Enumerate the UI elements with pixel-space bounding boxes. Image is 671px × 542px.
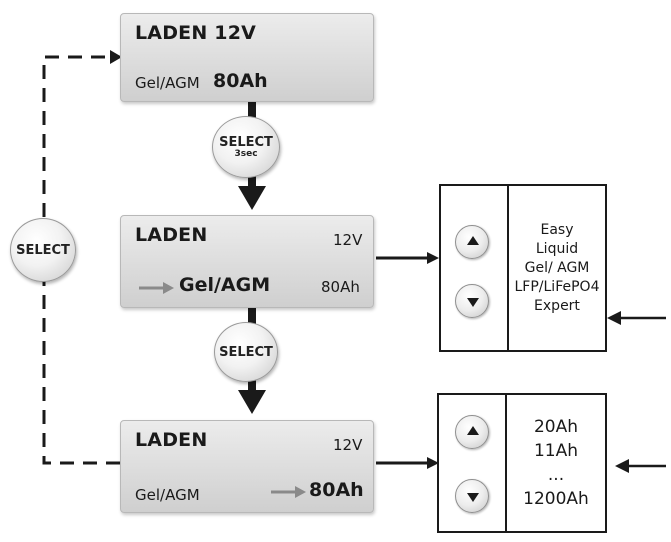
panel-divider [505, 395, 507, 531]
down-arrow-icon [467, 493, 479, 502]
screen-top-title: LADEN 12V [135, 22, 257, 44]
option-item: Liquid [535, 240, 579, 257]
option-item: 20Ah [533, 417, 579, 437]
down-button[interactable] [455, 284, 489, 318]
battery-type-panel: Easy Liquid Gel/ AGM LFP/LiFePO4 Expert [439, 184, 607, 352]
incoming-arrow-2-head [615, 459, 629, 473]
panel-divider [507, 186, 509, 350]
screen-top-battery-type: Gel/AGM [135, 74, 200, 92]
screen-top-capacity: 80Ah [213, 70, 268, 92]
display-screen-bottom: LADEN 12V Gel/AGM 80Ah [120, 420, 374, 513]
select-button-middle[interactable]: SELECT [214, 322, 278, 382]
down-button[interactable] [455, 479, 489, 513]
arrow-down-1 [238, 186, 266, 210]
select-hold-sublabel: 3sec [234, 148, 258, 159]
select-hold-label: SELECT [219, 134, 273, 150]
option-item: Expert [534, 297, 580, 314]
screen-bottom-title: LADEN [135, 429, 208, 451]
screen-middle-battery-type: Gel/AGM [179, 274, 271, 296]
up-arrow-icon [467, 426, 479, 435]
grey-arrow-right-icon [139, 282, 174, 294]
arrow-down-2 [238, 390, 266, 414]
screen-bottom-voltage: 12V [333, 436, 363, 454]
display-screen-middle: LADEN 12V Gel/AGM 80Ah [120, 215, 374, 308]
arrow-to-cap-panel-head [427, 457, 439, 469]
up-button[interactable] [455, 225, 489, 259]
select-button-hold-3sec[interactable]: SELECT 3sec [212, 116, 280, 178]
up-arrow-icon [467, 236, 479, 245]
dashed-loop-arrowhead [110, 50, 122, 64]
screen-bottom-battery-type: Gel/AGM [135, 486, 200, 504]
up-button[interactable] [455, 415, 489, 449]
option-item: 1200Ah [523, 489, 589, 509]
screen-middle-voltage: 12V [333, 231, 363, 249]
arrow-to-type-panel-head [427, 252, 439, 264]
screen-middle-capacity: 80Ah [321, 278, 360, 296]
capacity-options: 20Ah 11Ah ... 1200Ah [507, 395, 605, 531]
capacity-panel: 20Ah 11Ah ... 1200Ah [437, 393, 607, 533]
option-item: ... [547, 465, 565, 485]
grey-arrow-right-icon [271, 486, 306, 498]
select-mid-label: SELECT [219, 344, 273, 360]
select-button-loop[interactable]: SELECT [10, 218, 76, 282]
option-item: Gel/ AGM [524, 259, 590, 276]
down-arrow-icon [467, 298, 479, 307]
screen-middle-title: LADEN [135, 224, 208, 246]
option-item: Easy [540, 221, 574, 238]
screen-bottom-capacity: 80Ah [309, 479, 364, 501]
battery-type-options: Easy Liquid Gel/ AGM LFP/LiFePO4 Expert [509, 186, 605, 350]
option-item: LFP/LiFePO4 [514, 278, 600, 295]
display-screen-top: LADEN 12V Gel/AGM 80Ah [120, 13, 374, 102]
select-loop-label: SELECT [16, 242, 70, 258]
incoming-arrow-1-head [607, 311, 621, 325]
option-item: 11Ah [533, 441, 579, 461]
